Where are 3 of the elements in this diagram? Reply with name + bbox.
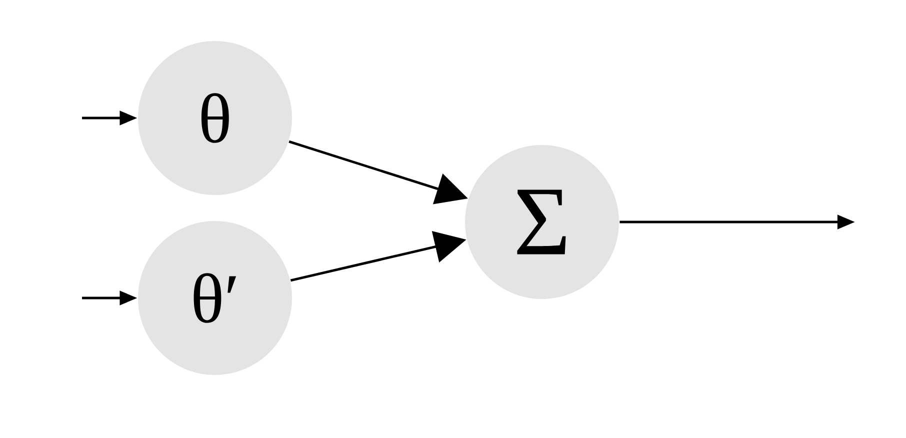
- circle-node: Σ: [465, 145, 619, 299]
- circle-node: θ′: [138, 221, 292, 375]
- circle-node: θ: [138, 41, 292, 195]
